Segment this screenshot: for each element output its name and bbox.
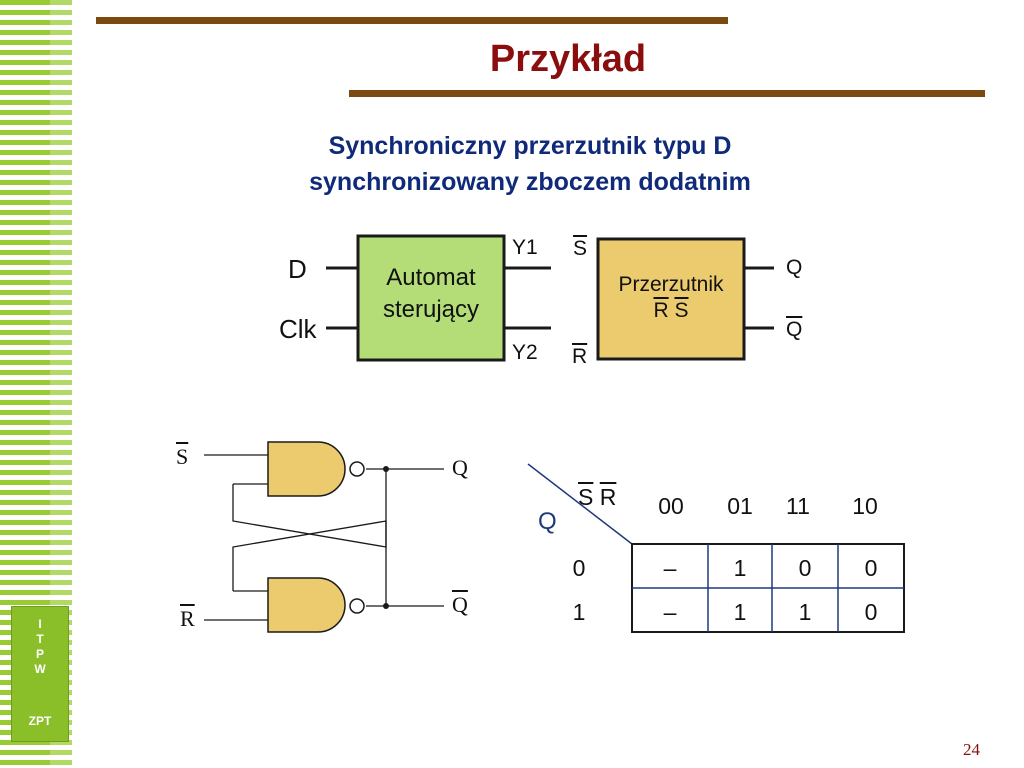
nand-gate-bottom — [267, 577, 346, 633]
kmap-row-header: 1 — [572, 599, 586, 625]
subtitle-line-2: synchronizowany zboczem dodatnim — [309, 168, 751, 196]
kmap-row-header: 0 — [572, 555, 586, 581]
controller-label-line-1: Automat — [386, 264, 476, 291]
kmap-cell: – — [663, 555, 677, 581]
controller-label-line-2: sterujący — [382, 296, 480, 323]
kmap-var-r-bar: R — [599, 484, 617, 510]
flipflop-label-line-1: Przerzutnik — [618, 273, 724, 296]
badge-footer: ZPT — [28, 714, 52, 728]
badge-letter: W — [34, 662, 46, 676]
kmap-col-header: 10 — [852, 493, 878, 519]
gate-label-q-bar: Q — [452, 592, 468, 617]
inverter-bubble-top — [349, 461, 365, 477]
kmap-cell: 1 — [798, 599, 812, 625]
gate-label-s-bar: S — [176, 444, 189, 469]
label-q: Q — [786, 256, 803, 279]
kmap-cell: – — [663, 599, 677, 625]
page-number: 24 — [963, 740, 980, 759]
flipflop-label-line-2: R S — [598, 298, 744, 324]
kmap-cell: 0 — [864, 599, 878, 625]
flipflop-block — [596, 237, 746, 361]
badge-letter: T — [36, 632, 44, 646]
gate-label-q: Q — [452, 455, 468, 480]
flipflop-s-bar: S — [674, 299, 689, 322]
gate-label-r-bar: R — [180, 606, 195, 631]
label-y2: Y2 — [512, 341, 538, 364]
kmap-cell: 1 — [733, 599, 747, 625]
label-r-bar: R — [572, 345, 588, 368]
nand-gate-top — [267, 441, 346, 497]
label-d: D — [288, 254, 307, 284]
kmap-row-var: Q — [538, 508, 557, 535]
kmap-col-header: 11 — [786, 493, 810, 519]
kmap-col-header: 00 — [658, 493, 684, 519]
label-q-bar: Q — [786, 318, 803, 341]
label-clk: Clk — [279, 314, 317, 344]
controller-block — [356, 234, 506, 362]
kmap-col-header: 01 — [727, 493, 753, 519]
flipflop-r-bar: R — [653, 299, 669, 322]
junction-dot-bottom — [383, 603, 389, 609]
kmap-cell: 1 — [733, 555, 747, 581]
top-divider — [96, 17, 728, 24]
kmap-col-vars: S R — [578, 484, 616, 511]
inverter-bubble-bottom — [349, 598, 365, 614]
label-y1: Y1 — [512, 236, 538, 259]
subtitle-line-1: Synchroniczny przerzutnik typu D — [328, 132, 732, 160]
controller-label: Automat sterujący — [358, 262, 504, 326]
kmap-diagonal — [527, 463, 633, 545]
slide-title: Przykład — [489, 38, 647, 80]
junction-dot-top — [383, 466, 389, 472]
bottom-divider — [349, 90, 985, 97]
sidebar-badge: I T P W ZPT — [11, 606, 69, 742]
wire-cross-2 — [232, 520, 387, 606]
badge-letter: I — [38, 617, 42, 631]
flipflop-label: Przerzutnik R S — [598, 272, 744, 324]
kmap-var-s-bar: S — [578, 484, 594, 510]
slide-subtitle: Synchroniczny przerzutnik typu D synchro… — [210, 128, 850, 200]
kmap-cell: 0 — [864, 555, 878, 581]
badge-letter: P — [35, 647, 44, 661]
label-s-bar: S — [573, 237, 588, 260]
kmap-cell: 0 — [798, 555, 812, 581]
